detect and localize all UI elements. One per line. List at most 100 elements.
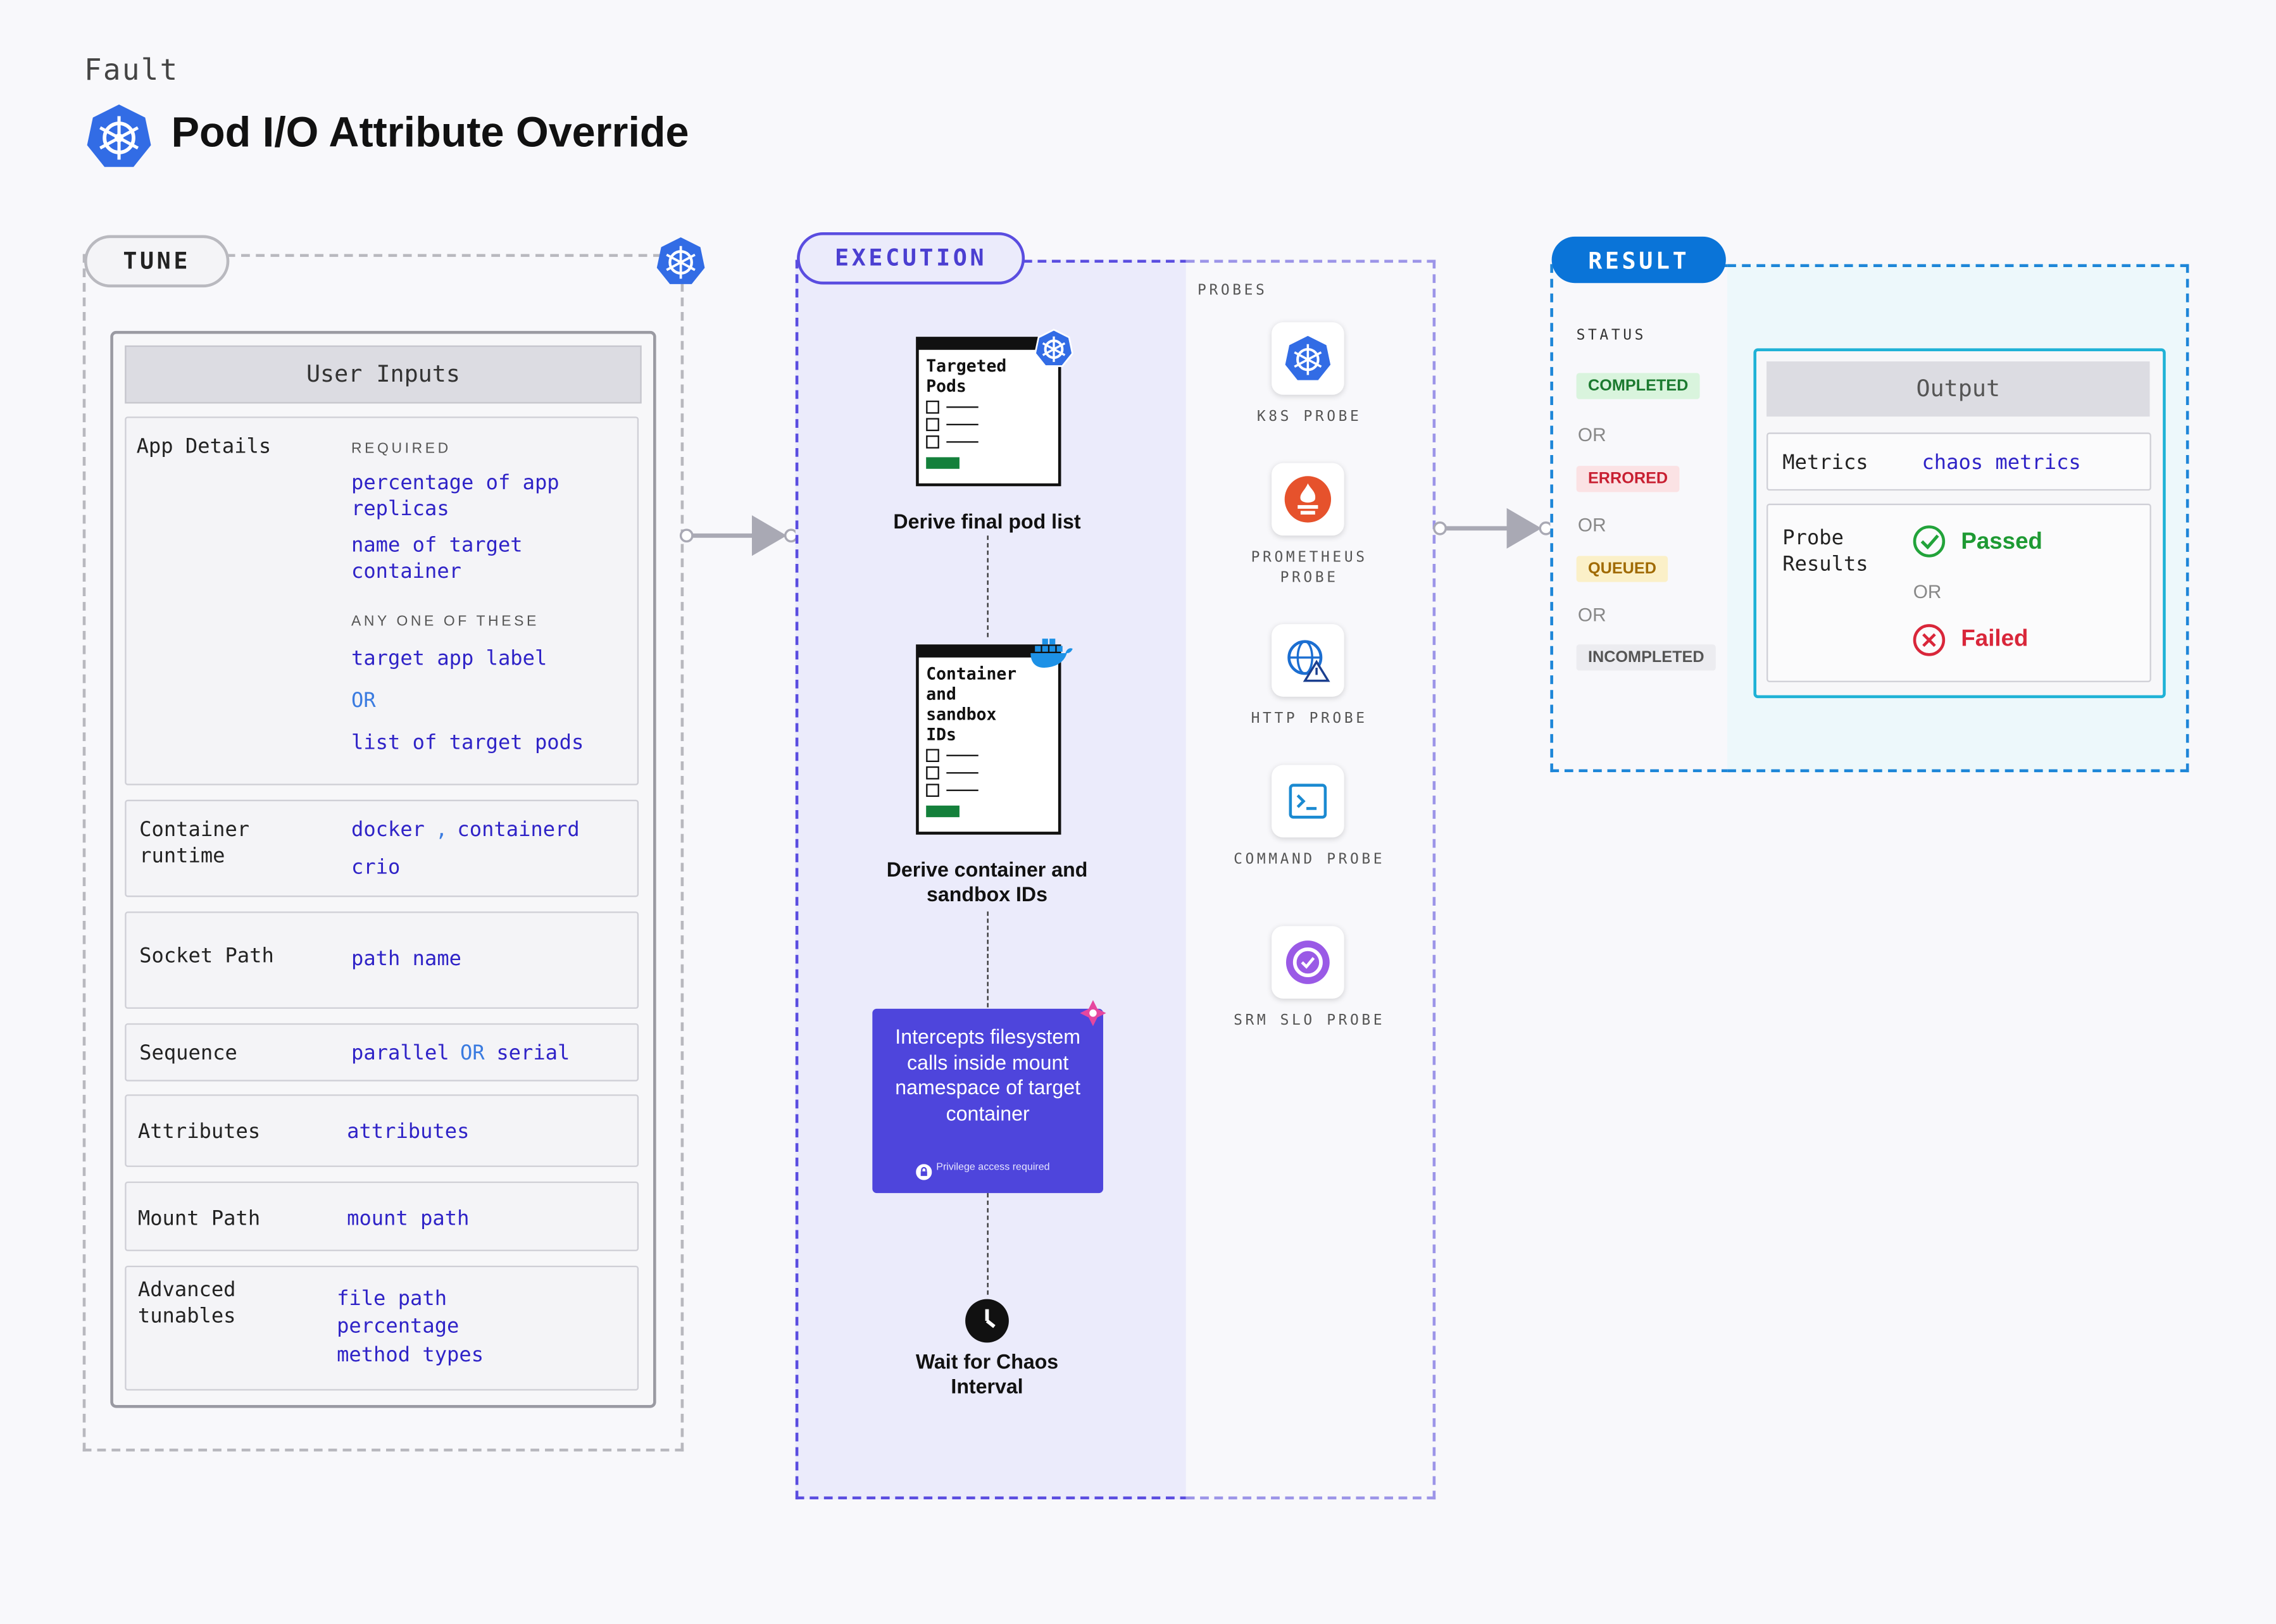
step-derive-container-ids: Derive container and sandbox IDs [886,858,1088,906]
intercept-text: Intercepts filesystem calls inside mount… [895,1025,1081,1125]
targeted-pods-text: Targeted Pods [926,355,1007,397]
globe-warning-icon [1287,640,1330,682]
advanced-tunables-label: Advanced tunables [137,1278,236,1328]
chaos-star-icon [1080,1000,1106,1027]
sequence-label: Sequence [139,1042,237,1066]
docker-icon [1028,636,1074,671]
status-errored-badge: ERRORED [1576,466,1680,492]
http-probe-card[interactable] [1272,624,1344,697]
fault-label: Fault [84,52,179,87]
sequence-parallel[interactable]: parallel [351,1042,449,1066]
prometheus-icon [1284,476,1332,523]
prometheus-probe-card[interactable] [1272,463,1344,536]
tune-pill: TUNE [84,235,230,288]
connector-1 [987,535,991,637]
execution-pill: EXECUTION [797,232,1025,285]
input-target-app-label[interactable]: target app label [351,647,547,671]
advanced-tunables-card [125,1265,639,1391]
status-heading: STATUS [1576,328,1647,344]
intercept-box [872,1008,1103,1194]
chaos-metrics-value: chaos metrics [1922,451,2081,475]
status-or-2: OR [1577,513,1606,536]
failed-text: Failed [1961,627,2029,652]
probes-heading: PROBES [1197,283,1268,299]
lock-icon [916,1161,932,1180]
app-details-card [125,416,639,785]
input-target-container[interactable]: name of target container [351,534,523,584]
input-socket-path[interactable]: path name [351,947,461,971]
container-runtime-label: Container runtime [139,818,250,868]
probe-or: OR [1913,580,1942,603]
container-ids-doc: Container and sandbox IDs [916,644,1061,835]
slo-icon [1285,940,1330,984]
prometheus-probe-label: PROMETHEUS PROBE [1251,550,1368,587]
step-derive-pod-list: Derive final pod list [893,509,1081,533]
runtime-separator: , [435,818,448,842]
kubernetes-icon [1285,335,1331,380]
runtime-crio[interactable]: crio [351,856,401,880]
input-attributes[interactable]: attributes [347,1120,470,1144]
srm-slo-probe-label: SRM SLO PROBE [1234,1013,1385,1030]
terminal-icon [1289,784,1327,819]
x-circle-icon [1911,623,1946,658]
http-probe-label: HTTP PROBE [1251,711,1368,727]
required-heading: REQUIRED [351,441,451,458]
srm-slo-probe-card[interactable] [1272,926,1344,999]
or-text: OR [351,689,376,713]
sequence-serial[interactable]: serial [496,1042,570,1066]
runtime-docker[interactable]: docker [351,818,425,842]
privilege-note: Privilege access required [936,1163,1050,1173]
sequence-or: OR [460,1042,485,1066]
tune-dashed-top [226,254,662,257]
mount-path-label: Mount Path [137,1208,261,1231]
targeted-pods-doc: Targeted Pods [916,337,1061,487]
tune-section [82,254,684,1452]
k8s-probe-card[interactable] [1272,322,1344,395]
arrow-tune-to-execution [679,511,801,560]
clock-icon [964,1297,1010,1344]
any-one-heading: ANY ONE OF THESE [351,614,539,630]
probes-section [1185,259,1436,1500]
mount-path-card [125,1181,639,1251]
metrics-row [1766,432,2151,491]
arrow-execution-to-result [1431,504,1553,553]
command-probe-card[interactable] [1272,765,1344,838]
kubernetes-logo-icon [84,102,154,172]
status-completed-badge: COMPLETED [1576,373,1700,399]
input-method-types[interactable]: method types [337,1344,484,1368]
command-probe-label: COMMAND PROBE [1234,852,1385,868]
status-queued-badge: QUEUED [1576,556,1668,582]
output-title: Output [1766,361,2150,417]
probe-results-label: Probe Results [1782,527,1868,577]
container-ids-text: Container and sandbox IDs [926,663,1017,745]
input-percentage-replicas[interactable]: percentage of app replicas [351,472,560,522]
sequence-card [125,1023,639,1082]
kubernetes-icon [654,235,707,288]
result-status-section [1550,264,1730,773]
status-incompleted-badge: INCOMPLETED [1576,644,1716,671]
attributes-card [125,1094,639,1167]
status-or-3: OR [1577,604,1606,626]
input-percentage[interactable]: percentage [337,1315,460,1339]
passed-text: Passed [1961,530,2042,555]
app-details-label: App Details [136,435,272,459]
k8s-probe-label: K8S PROBE [1256,409,1362,425]
attributes-label: Attributes [137,1120,261,1144]
probe-results-row [1766,503,2151,682]
socket-path-label: Socket Path [139,945,274,968]
check-circle-icon [1911,524,1946,559]
input-file-path[interactable]: file path [337,1287,447,1311]
container-runtime-card [125,799,639,897]
metrics-label: Metrics [1782,451,1868,475]
step-wait-chaos-interval: Wait for Chaos Interval [915,1349,1059,1398]
runtime-containerd[interactable]: containerd [457,818,580,842]
status-or-1: OR [1577,423,1606,446]
connector-2 [987,911,991,1008]
result-pill: RESULT [1551,236,1726,284]
input-target-pods[interactable]: list of target pods [351,731,584,755]
socket-path-card [125,911,639,1009]
input-mount-path[interactable]: mount path [347,1208,470,1231]
kubernetes-icon [1034,328,1074,368]
user-inputs-title: User Inputs [125,345,642,404]
connector-3 [987,1193,991,1295]
